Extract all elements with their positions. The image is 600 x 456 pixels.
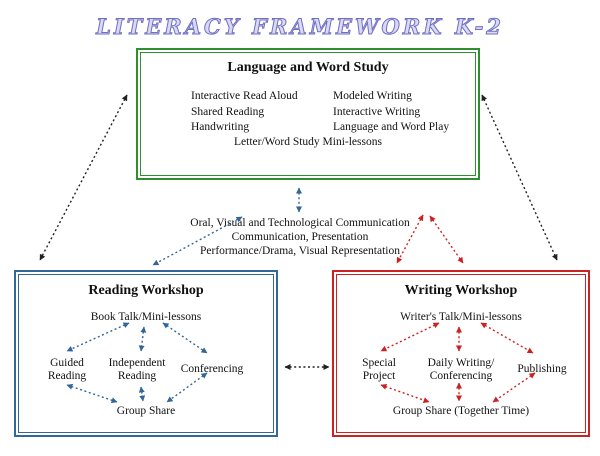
- reading-item-guided-reading: Guided Reading: [47, 357, 87, 382]
- lws-item: Modeled Writing: [333, 90, 412, 102]
- writing-workshop-inner-border: Writing Workshop Writer's Talk/Mini-less…: [336, 274, 586, 433]
- lws-item: Letter/Word Study Mini-lessons: [234, 135, 382, 148]
- lws-item: Handwriting: [191, 121, 250, 133]
- language-word-study-inner-border: Language and Word Study Interactive Read…: [140, 52, 476, 176]
- writing-item-daily-writing-conferencing: Daily Writing/ Conferencing: [427, 357, 495, 382]
- writing-workshop-title: Writing Workshop: [404, 283, 518, 298]
- communication-line: Performance/Drama, Visual Representation: [200, 245, 400, 257]
- reading-workshop-box: Reading Workshop Book Talk/Mini-lessons …: [14, 270, 278, 437]
- reading-workshop-inner-border: Reading Workshop Book Talk/Mini-lessons …: [18, 274, 274, 433]
- writing-workshop-box: Writing Workshop Writer's Talk/Mini-less…: [332, 270, 590, 437]
- reading-workshop-title: Reading Workshop: [88, 283, 204, 298]
- lws-item: Language and Word Play: [333, 121, 450, 133]
- lws-item: Shared Reading: [191, 105, 265, 118]
- diagram-title: LITERACY FRAMEWORK K-2: [96, 14, 504, 40]
- communication-line: Communication, Presentation: [231, 231, 369, 243]
- reading-workshop-book-talk: Book Talk/Mini-lessons: [90, 311, 202, 323]
- writing-workshop-writers-talk: Writer's Talk/Mini-lessons: [400, 311, 522, 323]
- language-word-study-title: Language and Word Study: [227, 60, 389, 75]
- reading-item-independent-reading: Independent Reading: [108, 357, 166, 382]
- reading-workshop-group-share: Group Share: [116, 405, 176, 417]
- language-word-study-columns: Interactive Read Aloud Shared Reading Ha…: [191, 89, 475, 136]
- writing-item-publishing: Publishing: [517, 363, 567, 375]
- writing-item-special-project: Special Project: [362, 357, 396, 382]
- communication-text-block: Oral, Visual and Technological Communica…: [0, 216, 600, 258]
- writing-workshop-group-share: Group Share (Together Time): [392, 405, 530, 417]
- lws-left-column: Interactive Read Aloud Shared Reading Ha…: [191, 89, 333, 136]
- communication-line: Oral, Visual and Technological Communica…: [190, 217, 410, 229]
- lws-right-column: Modeled Writing Interactive Writing Lang…: [333, 89, 449, 136]
- lws-item: Interactive Writing: [333, 105, 421, 118]
- reading-item-conferencing: Conferencing: [180, 363, 244, 375]
- lws-item: Interactive Read Aloud: [191, 90, 298, 102]
- language-word-study-box: Language and Word Study Interactive Read…: [136, 48, 480, 180]
